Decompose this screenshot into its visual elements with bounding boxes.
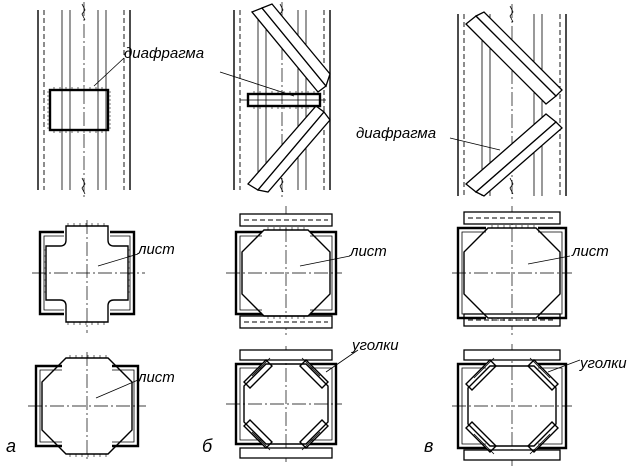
panel-letter-v: в (424, 436, 433, 456)
diaphragm-plate-a (48, 88, 110, 132)
panel-letter-a: а (6, 436, 16, 456)
section-a1: лист (32, 220, 175, 333)
label-angles-v: уголки (579, 355, 627, 372)
elevation-b (219, 2, 331, 198)
section-b1: лист (226, 206, 387, 338)
label-sheet-b: лист (349, 243, 387, 260)
panel-v: диафрагма лист (356, 4, 627, 466)
label-sheet-v: лист (571, 243, 609, 260)
panel-letter-b: б (202, 436, 213, 456)
panel-b: лист уголки б (202, 2, 399, 462)
section-v2: уголки (452, 344, 627, 466)
section-v1: лист (452, 206, 609, 338)
label-diaphragm-a: диафрагма (124, 45, 204, 62)
elevation-v: диафрагма (356, 4, 567, 200)
panel-a: диафрагма лист (6, 2, 204, 462)
label-diaphragm-v: диафрагма (356, 125, 436, 142)
label-sheet-a1: лист (137, 241, 175, 258)
label-angles-b: уголки (351, 337, 399, 354)
section-a2: лист (28, 352, 175, 462)
label-sheet-a2: лист (137, 369, 175, 386)
elevation-a: диафрагма (37, 2, 204, 198)
section-b2: уголки (226, 337, 399, 462)
